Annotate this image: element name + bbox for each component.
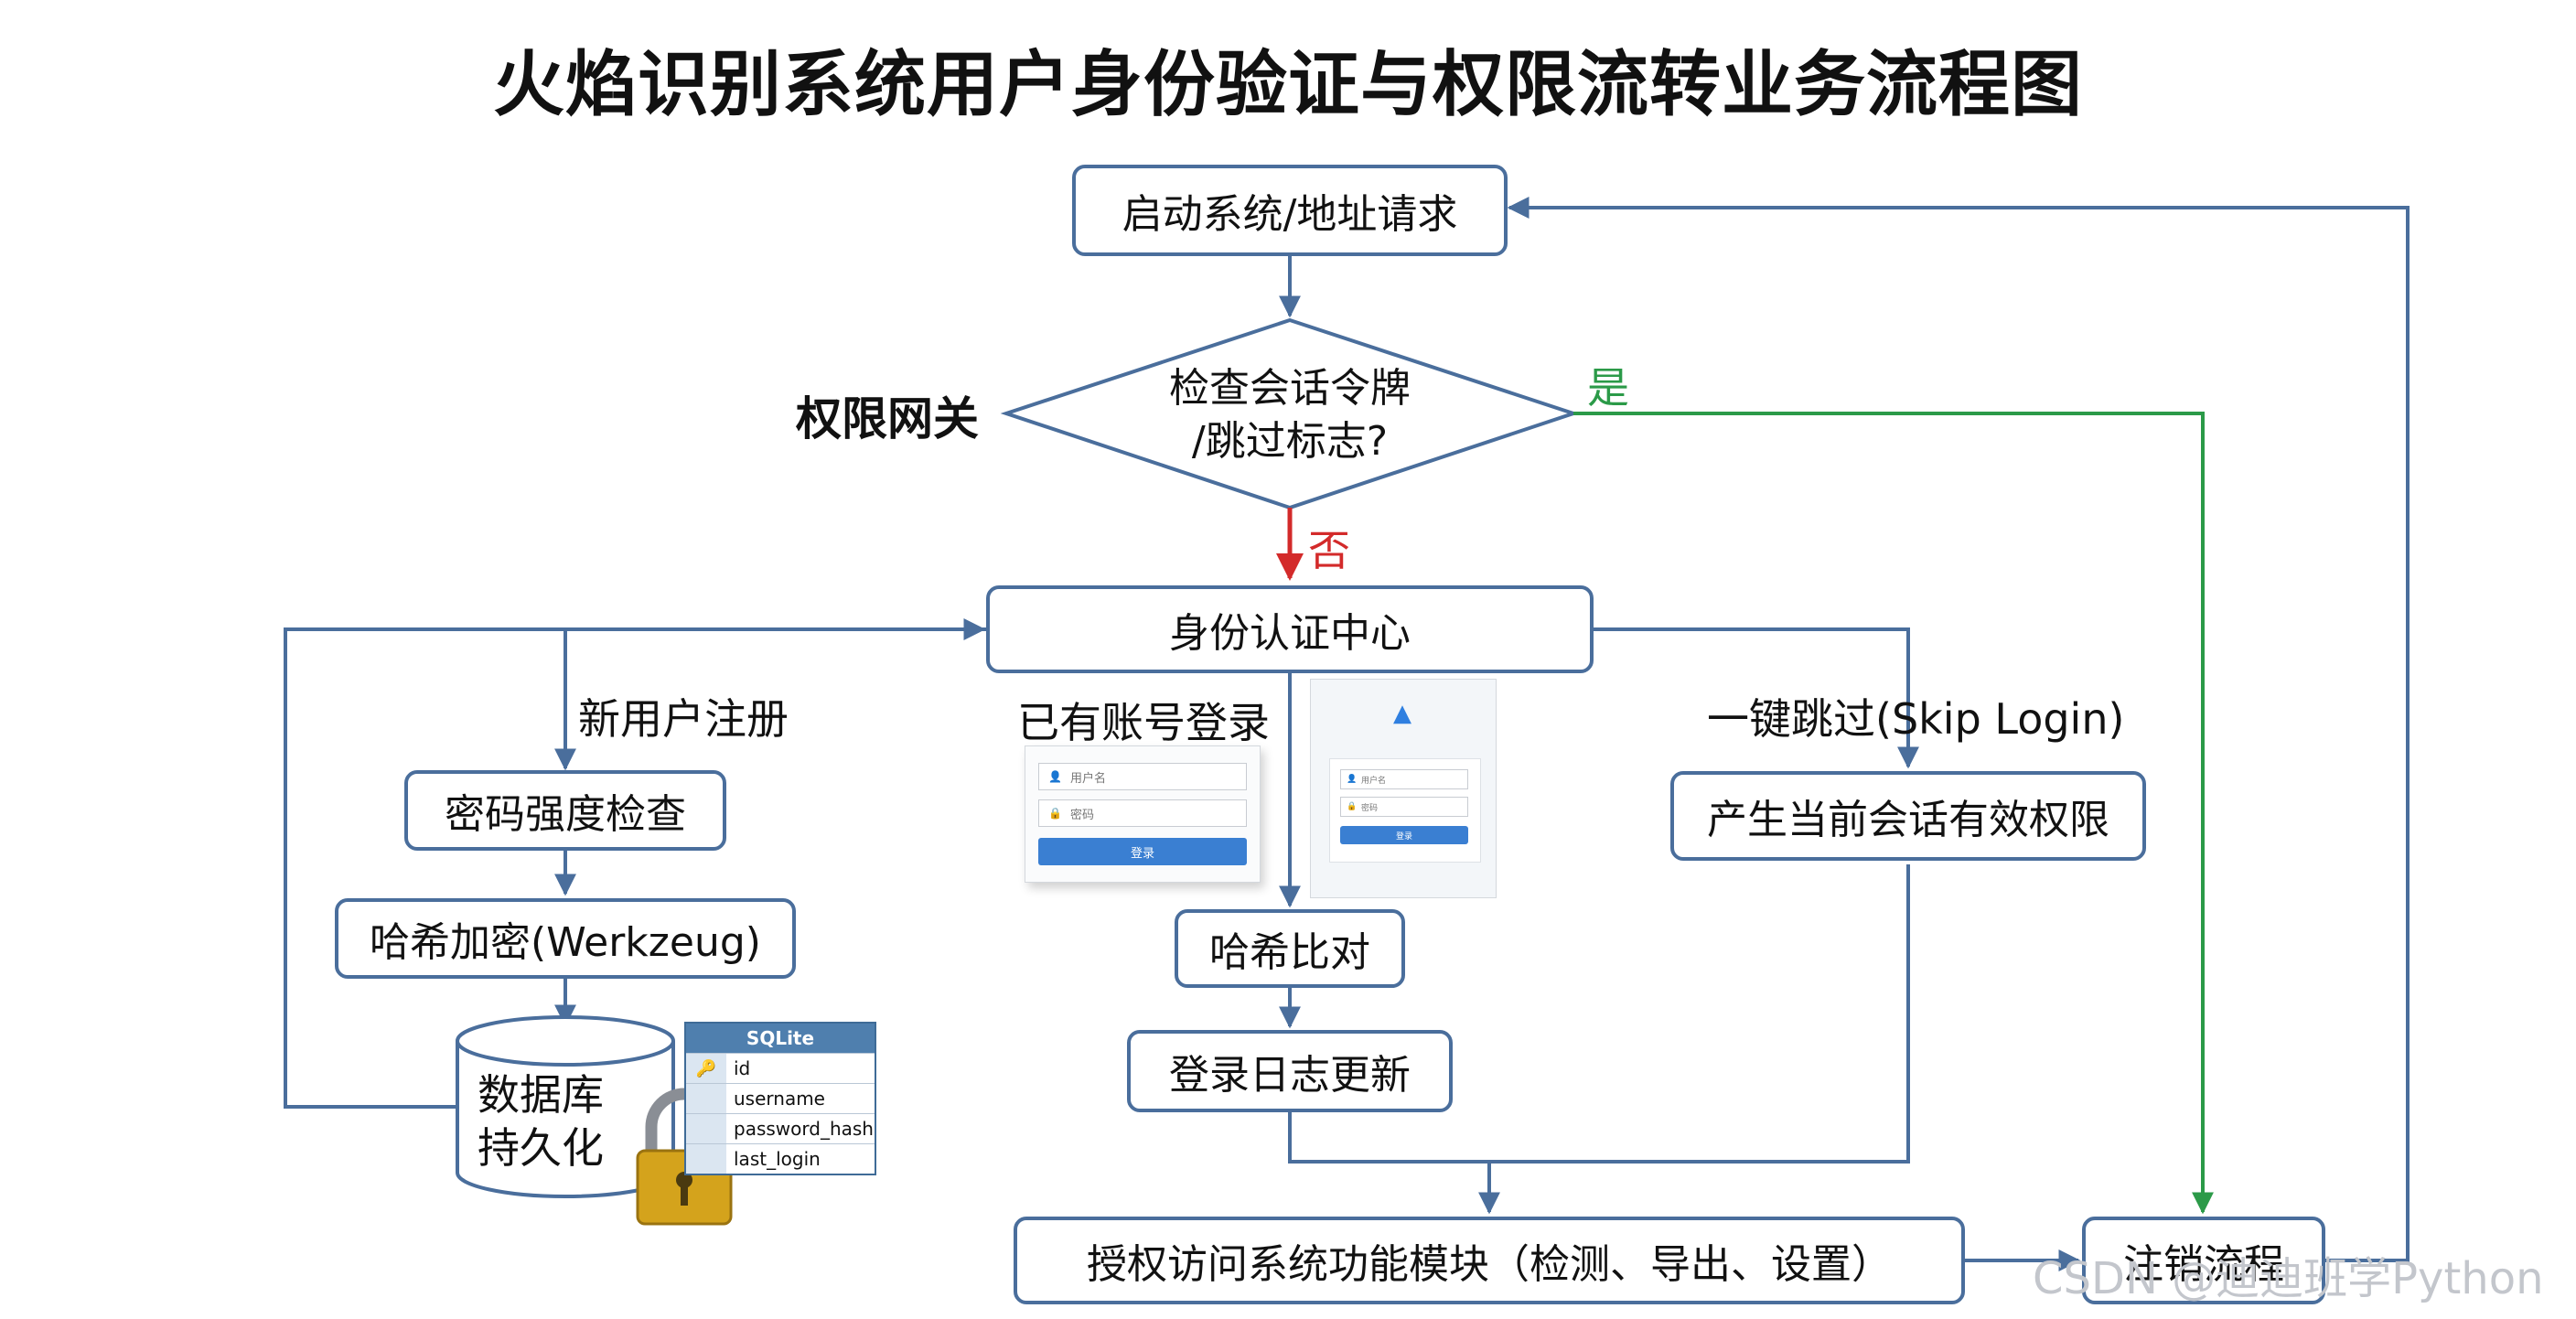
start-node: 启动系统/地址请求 (1072, 165, 1508, 256)
password-check-node: 密码强度检查 (404, 770, 726, 851)
line-log-merge (1288, 864, 1910, 1164)
arrow-logout-loop (1507, 197, 2410, 1262)
auth-center-label: 身份认证中心 (1169, 610, 1411, 657)
login-button: 登录 (1038, 838, 1247, 865)
password-placeholder: 密码 (1361, 803, 1379, 813)
auth-center-node: 身份认证中心 (986, 585, 1594, 673)
flame-icon: ▲ (1393, 700, 1411, 727)
sqlite-row-marker (686, 1114, 726, 1143)
password-placeholder: 密码 (1070, 808, 1095, 822)
password-field: 🔒密码 (1340, 797, 1468, 817)
username-field: 👤用户名 (1340, 769, 1468, 789)
user-icon: 👤 (1347, 775, 1358, 784)
key-icon: 🔑 (686, 1054, 726, 1083)
decision-line1: 检查会话令牌 (1169, 365, 1411, 412)
arrow-auth-skip (1594, 627, 1919, 769)
access-modules-node: 授权访问系统功能模块（检测、导出、设置） (1014, 1217, 1965, 1304)
password-check-label: 密码强度检查 (445, 791, 686, 838)
start-node-label: 启动系统/地址请求 (1122, 191, 1458, 238)
diagram-title: 火焰识别系统用户身份验证与权限流转业务流程图 (492, 44, 2083, 126)
new-user-label: 新用户注册 (578, 694, 789, 744)
login-page-screenshot: ▲ 👤用户名 🔒密码 登录 (1310, 679, 1497, 898)
existing-account-label: 已有账号登录 (1017, 698, 1270, 747)
skip-permission-node: 产生当前会话有效权限 (1670, 771, 2146, 861)
lock-icon: 🔒 (1048, 807, 1062, 820)
login-log-label: 登录日志更新 (1169, 1052, 1411, 1099)
database-cylinder (456, 1015, 675, 1198)
database-label: 数据库 持久化 (478, 1068, 604, 1174)
username-placeholder: 用户名 (1070, 771, 1107, 786)
hash-compare-node: 哈希比对 (1175, 909, 1405, 988)
sqlite-table: SQLite 🔑 id username password_hash last_l… (684, 1022, 876, 1175)
sqlite-row: username (686, 1083, 875, 1113)
sqlite-header: SQLite (686, 1024, 875, 1053)
hash-encrypt-node: 哈希加密(Werkzeug) (335, 898, 796, 979)
password-field: 🔒 密码 (1038, 799, 1247, 827)
decision-line2: /跳过标志? (1191, 418, 1389, 465)
sqlite-field: id (734, 1057, 751, 1079)
sqlite-row: 🔑 id (686, 1053, 875, 1083)
login-button: 登录 (1340, 826, 1468, 844)
sqlite-field: username (734, 1088, 825, 1110)
database-line1: 数据库 (478, 1070, 604, 1120)
hash-encrypt-label: 哈希加密(Werkzeug) (370, 919, 761, 966)
login-log-node: 登录日志更新 (1127, 1030, 1453, 1112)
decision-label: 检查会话令牌 /跳过标志? (1098, 362, 1482, 468)
user-icon: 👤 (1048, 770, 1062, 783)
arrow-db-loop (284, 618, 986, 1109)
skip-login-label: 一键跳过(Skip Login) (1707, 694, 2125, 744)
username-placeholder: 用户名 (1361, 776, 1387, 786)
hash-compare-label: 哈希比对 (1209, 929, 1370, 976)
no-label: 否 (1308, 526, 1350, 575)
arrow-yes (1573, 412, 2214, 1215)
login-form-screenshot: 👤 用户名 🔒 密码 登录 (1025, 745, 1261, 883)
skip-permission-label: 产生当前会话有效权限 (1707, 797, 2109, 843)
sqlite-field: password_hash (734, 1118, 874, 1140)
sqlite-field: last_login (734, 1148, 821, 1170)
watermark: CSDN @迪迪班学Python (2033, 1253, 2544, 1304)
logout-node: 注销流程 (2082, 1217, 2325, 1304)
yes-label: 是 (1587, 363, 1629, 413)
sqlite-row: password_hash (686, 1113, 875, 1143)
database-line2: 持久化 (478, 1123, 604, 1173)
username-field: 👤 用户名 (1038, 763, 1247, 790)
gateway-label: 权限网关 (796, 392, 979, 445)
access-modules-label: 授权访问系统功能模块（检测、导出、设置） (1087, 1241, 1892, 1288)
sqlite-row-marker (686, 1144, 726, 1174)
lock-icon: 🔒 (1347, 802, 1358, 811)
sqlite-row-marker (686, 1084, 726, 1113)
logout-label: 注销流程 (2123, 1241, 2284, 1288)
sqlite-row: last_login (686, 1143, 875, 1174)
